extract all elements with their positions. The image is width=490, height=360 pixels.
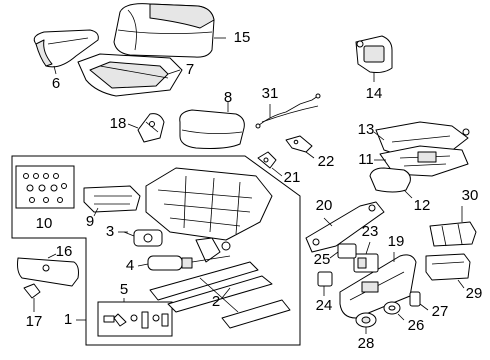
- callout-13: 13: [358, 121, 375, 138]
- callout-21: 21: [284, 169, 301, 186]
- seat-frame-group-box: [11, 155, 301, 346]
- leader-21: [271, 167, 283, 177]
- callout-14: 14: [366, 85, 383, 102]
- callout-4: 4: [126, 257, 134, 274]
- callout-29: 29: [466, 285, 483, 302]
- armrest-pad: [179, 109, 245, 149]
- callout-27: 27: [432, 303, 449, 320]
- cushion-frame-panel: [77, 53, 183, 97]
- leader-4: [137, 263, 149, 267]
- connector-strip: [285, 135, 313, 153]
- leader-18: [127, 123, 139, 129]
- cap: [23, 283, 41, 299]
- side-trim: [33, 29, 99, 68]
- callout-7: 7: [186, 61, 194, 78]
- callout-1: 1: [64, 311, 72, 328]
- leader-23: [365, 241, 371, 255]
- leader-22: [305, 151, 315, 159]
- leader-25: [329, 251, 339, 259]
- callout-5: 5: [120, 281, 128, 298]
- leader-9: [93, 207, 99, 217]
- callout-16: 16: [56, 243, 73, 260]
- leader-2: [221, 287, 231, 299]
- leader-27: [419, 303, 429, 311]
- callout-30: 30: [462, 187, 479, 204]
- callout-18: 18: [110, 115, 127, 132]
- callout-26: 26: [408, 317, 425, 334]
- trim-cover: [17, 257, 79, 287]
- callout-20: 20: [316, 197, 333, 214]
- bolt-kit: [103, 311, 169, 329]
- mounting-bracket: [83, 185, 141, 213]
- wire-harness: [255, 93, 321, 129]
- switch-bezel: [355, 35, 393, 73]
- seat-frame: [145, 167, 273, 263]
- callout-15: 15: [234, 29, 251, 46]
- callout-8: 8: [224, 89, 232, 106]
- seat-track: [149, 261, 291, 329]
- callout-23: 23: [362, 223, 379, 240]
- callout-24: 24: [316, 297, 333, 314]
- callout-9: 9: [86, 213, 94, 230]
- seat-motor: [123, 229, 163, 247]
- callout-12: 12: [414, 197, 431, 214]
- leader-20: [323, 217, 333, 227]
- small-clip: [257, 151, 277, 169]
- recliner-bracket: [305, 201, 385, 253]
- clip: [317, 271, 333, 287]
- switch-panel: [425, 253, 471, 281]
- callout-28: 28: [358, 335, 375, 352]
- callout-25: 25: [314, 251, 331, 268]
- connector: [337, 243, 357, 259]
- callout-19: 19: [388, 233, 405, 250]
- actuator-motor: [147, 255, 231, 271]
- fastener-kit: [23, 173, 67, 203]
- leader-12: [403, 189, 413, 199]
- bracket: [137, 113, 165, 143]
- upper-bracket: [429, 221, 477, 247]
- plug: [409, 291, 421, 307]
- bolt-kit-box: [97, 301, 173, 337]
- lumbar-pad: [369, 167, 411, 193]
- leader-13: [373, 131, 385, 141]
- callout-2: 2: [212, 293, 220, 310]
- callout-6: 6: [52, 75, 60, 92]
- leader-26: [397, 313, 405, 321]
- grommet: [383, 301, 401, 315]
- callout-22: 22: [318, 153, 335, 170]
- leader-29: [457, 279, 465, 289]
- knob: [355, 312, 377, 328]
- callout-3: 3: [106, 223, 114, 240]
- callout-31: 31: [262, 85, 279, 102]
- seat-cushion-pad: [113, 3, 215, 58]
- leader-16: [47, 253, 57, 259]
- leader-7: [167, 69, 181, 75]
- callout-10: 10: [36, 215, 53, 232]
- callout-11: 11: [358, 151, 374, 168]
- callout-17: 17: [26, 313, 43, 330]
- fastener-kit-box: [15, 165, 75, 209]
- switch-assembly: [353, 253, 379, 273]
- leader-6: [53, 65, 57, 75]
